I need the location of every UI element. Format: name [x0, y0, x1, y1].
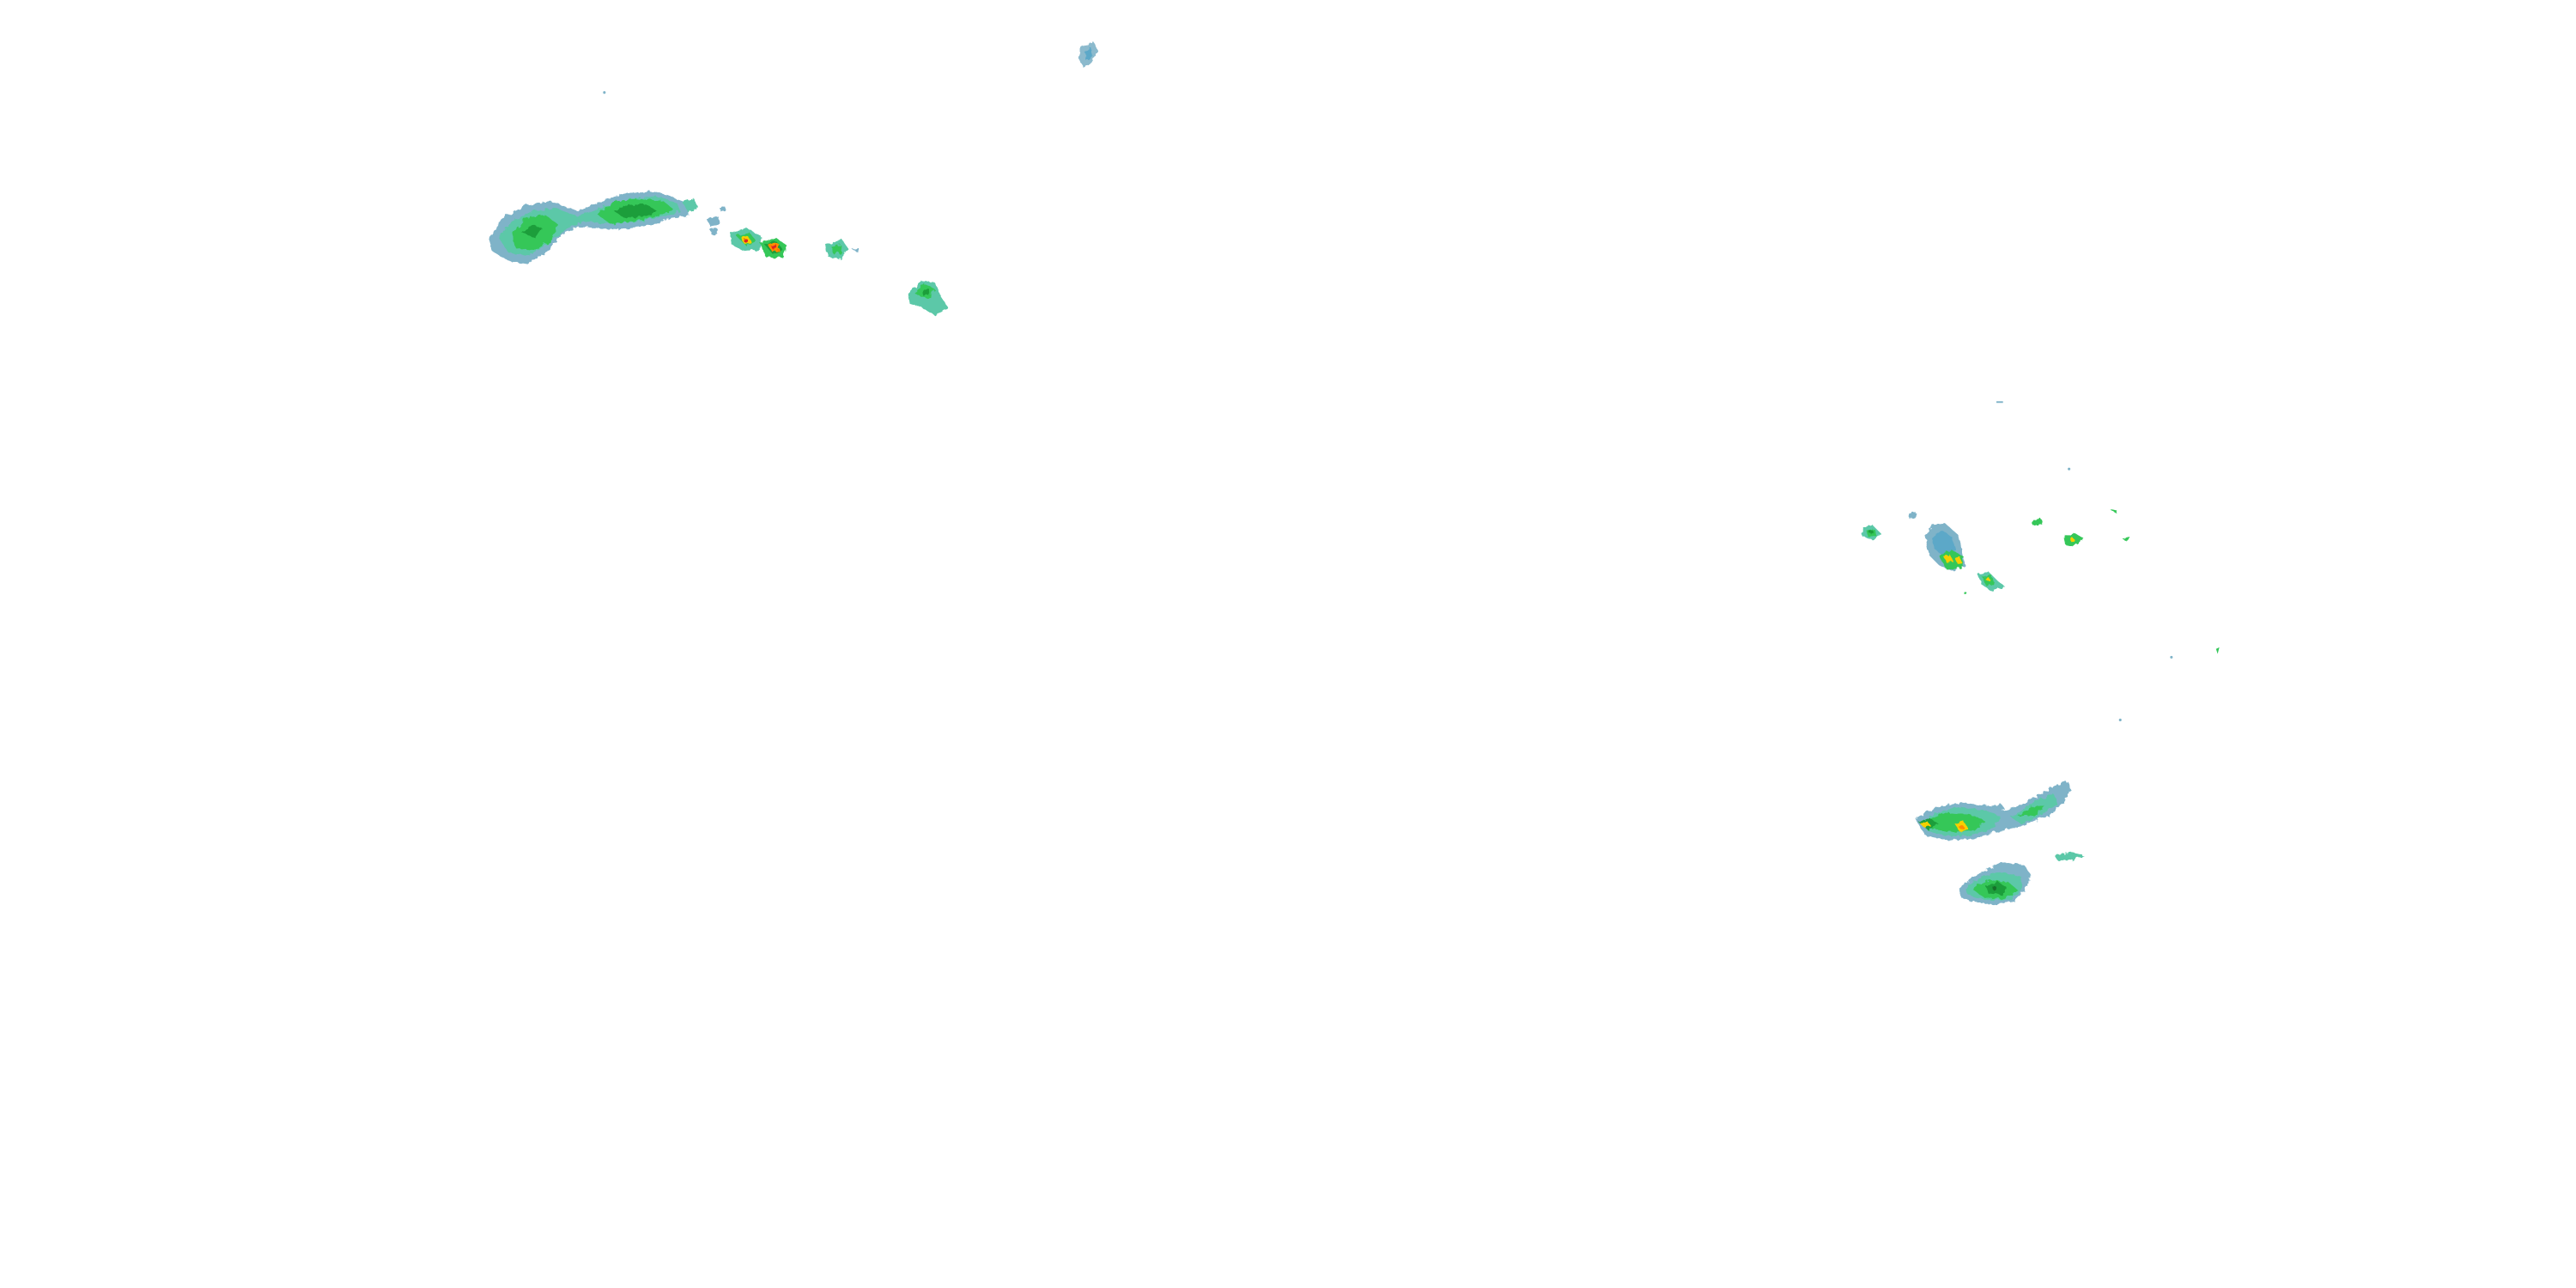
- echo-extreme-core: [744, 239, 749, 244]
- echo-speck: [2068, 467, 2071, 471]
- echo-light-area: [1932, 530, 1955, 557]
- echo-heavy-core: [1992, 886, 1997, 891]
- echo-moderate-area: [1925, 812, 1985, 833]
- echo-speck: [2118, 718, 2122, 722]
- echo-heavy-area: [614, 204, 658, 218]
- east-cluster-lower-cell: [1958, 861, 2032, 905]
- echo-faint-area: [1991, 804, 2005, 811]
- echo-very-heavy-core: [2070, 538, 2075, 543]
- northwest-cell-b: [759, 237, 788, 258]
- echo-faint-area: [709, 228, 719, 235]
- echo-faint-area: [2110, 510, 2117, 514]
- echo-heavy-area: [521, 224, 542, 238]
- echo-faint-area: [707, 216, 720, 227]
- echo-extreme-core: [771, 244, 778, 250]
- echo-moderate-area: [830, 244, 842, 255]
- echo-light-area: [2031, 518, 2043, 526]
- northwest-main-band: [489, 191, 699, 264]
- echo-speck: [1996, 401, 2003, 404]
- echo-faint-area: [2054, 852, 2084, 860]
- scattered-specks: [603, 91, 2220, 722]
- echo-speck: [603, 91, 606, 94]
- echo-heavy-area: [921, 287, 930, 296]
- east-cluster-upper: [1862, 510, 2130, 594]
- echo-intense-core: [1959, 824, 1965, 829]
- echo-light-area: [1084, 47, 1094, 62]
- echo-faint-area: [1909, 512, 1916, 519]
- echo-heavy-core: [1868, 529, 1874, 534]
- north-isolated-echo: [1078, 41, 1098, 68]
- echo-very-heavy-area: [1954, 556, 1962, 563]
- echo-faint-area: [720, 206, 726, 212]
- echo-faint-area: [852, 247, 859, 253]
- echo-faint-area: [2122, 537, 2130, 542]
- echo-very-heavy-core: [1986, 577, 1990, 582]
- east-cluster-lower-band: [1915, 781, 2084, 860]
- northwest-cell-d: [908, 280, 948, 316]
- echo-speck: [2170, 655, 2173, 659]
- echo-faint-area: [682, 197, 699, 214]
- northwest-cell-a: [730, 228, 762, 252]
- echo-very-heavy-area: [1920, 820, 1931, 828]
- northwest-cell-c: [825, 239, 859, 259]
- echo-speck: [2215, 647, 2220, 654]
- echo-speck: [1963, 591, 1966, 594]
- echo-very-heavy-area: [1943, 555, 1953, 563]
- northwest-fragments: [707, 206, 726, 235]
- echo-moderate-area: [2018, 805, 2044, 816]
